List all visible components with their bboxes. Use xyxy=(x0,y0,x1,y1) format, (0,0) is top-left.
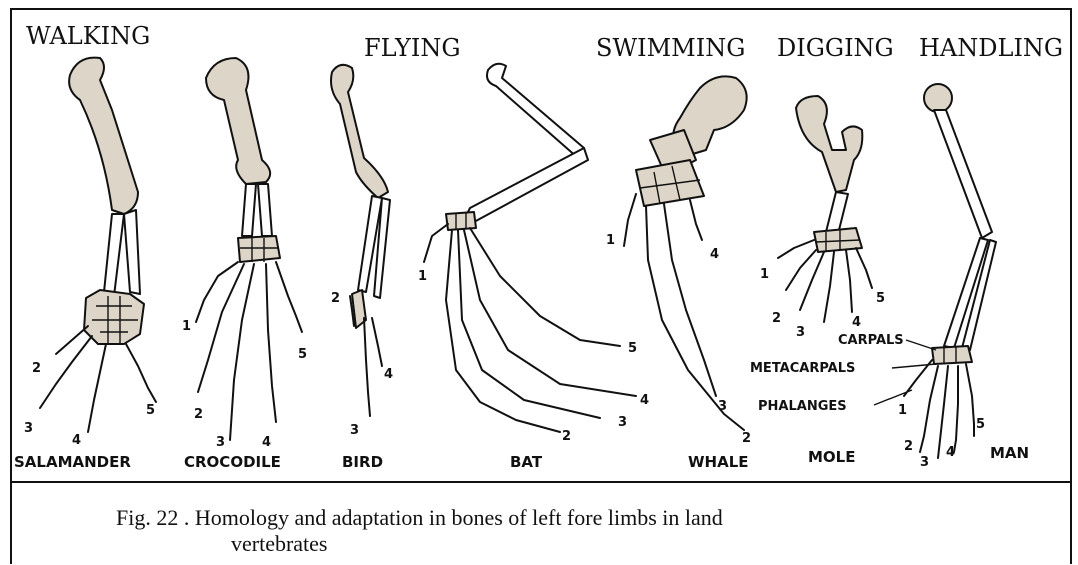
whale-label: WHALE xyxy=(688,453,749,471)
mole-digit-2: 2 xyxy=(772,311,781,326)
whale-limb xyxy=(624,76,747,430)
heading-digging: DIGGING xyxy=(777,34,894,62)
figure-caption: Fig. 22 . Homology and adaptation in bon… xyxy=(116,505,936,557)
carpals-leader xyxy=(906,340,936,350)
crocodile-digit-4: 4 xyxy=(262,435,271,450)
crocodile-digit-2: 2 xyxy=(194,407,203,422)
metacarpals-label: METACARPALS xyxy=(750,361,855,376)
bat-digit-2: 2 xyxy=(562,429,571,444)
mole-limb xyxy=(778,96,872,322)
bat-digit-3: 3 xyxy=(618,415,627,430)
whale-digit-2: 2 xyxy=(742,431,751,446)
bird-limb xyxy=(331,65,390,416)
whale-digit-4: 4 xyxy=(710,247,719,262)
mole-digit-1: 1 xyxy=(760,267,769,282)
salamander-label: SALAMANDER xyxy=(14,453,131,471)
phalanges-label: PHALANGES xyxy=(758,399,847,414)
crocodile-label: CROCODILE xyxy=(184,453,281,471)
bird-digit-2: 2 xyxy=(331,291,340,306)
salamander-digit-2: 2 xyxy=(32,361,41,376)
bird-digit-3: 3 xyxy=(350,423,359,438)
whale-digit-3: 3 xyxy=(718,399,727,414)
heading-handling: HANDLING xyxy=(919,34,1063,62)
bat-limb xyxy=(424,64,636,432)
mole-digit-4: 4 xyxy=(852,315,861,330)
man-label: MAN xyxy=(990,444,1029,462)
salamander-digit-5: 5 xyxy=(146,403,155,418)
whale-digit-1: 1 xyxy=(606,233,615,248)
mole-digit-3: 3 xyxy=(796,325,805,340)
metacarpals-leader xyxy=(892,364,936,368)
bird-digit-4: 4 xyxy=(384,367,393,382)
salamander-digit-3: 3 xyxy=(24,421,33,436)
caption-line-2: vertebrates xyxy=(116,531,936,557)
crocodile-limb xyxy=(196,58,302,440)
bat-label: BAT xyxy=(510,453,543,471)
heading-flying: FLYING xyxy=(364,34,461,62)
crocodile-digit-5: 5 xyxy=(298,347,307,362)
man-digit-1: 1 xyxy=(898,403,907,418)
salamander-digit-4: 4 xyxy=(72,433,81,448)
bat-digit-4: 4 xyxy=(640,393,649,408)
bat-digit-1: 1 xyxy=(418,269,427,284)
caption-line-1: Fig. 22 . Homology and adaptation in bon… xyxy=(116,505,723,530)
heading-walking: WALKING xyxy=(26,22,150,50)
heading-swimming: SWIMMING xyxy=(596,34,745,62)
man-digit-2: 2 xyxy=(904,439,913,454)
man-digit-4: 4 xyxy=(946,445,955,460)
man-limb xyxy=(904,84,996,458)
man-digit-5: 5 xyxy=(976,417,985,432)
man-digit-3: 3 xyxy=(920,455,929,470)
mole-digit-5: 5 xyxy=(876,291,885,306)
bat-digit-5: 5 xyxy=(628,341,637,356)
bird-label: BIRD xyxy=(342,453,383,471)
mole-label: MOLE xyxy=(808,448,855,466)
salamander-limb xyxy=(40,58,156,432)
crocodile-digit-3: 3 xyxy=(216,435,225,450)
carpals-label: CARPALS xyxy=(838,333,904,348)
crocodile-digit-1: 1 xyxy=(182,319,191,334)
